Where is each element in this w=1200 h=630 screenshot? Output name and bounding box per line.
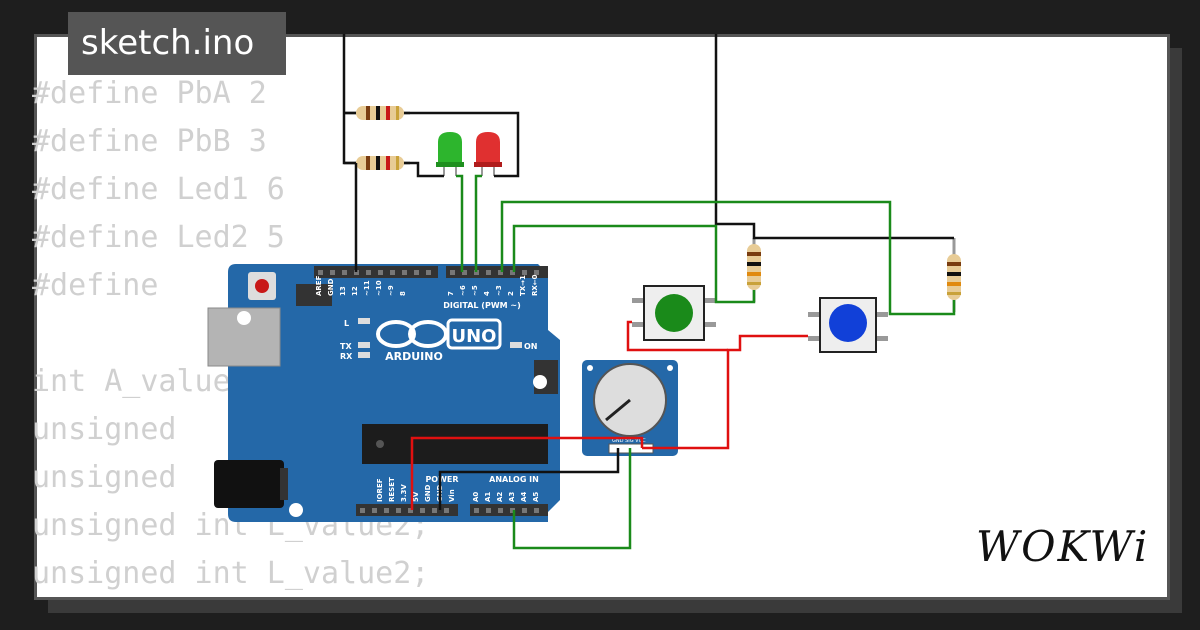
resistor-4[interactable] [947, 238, 961, 312]
digital-pin-label: ~11 [363, 280, 371, 296]
power-pin-label: IOREF [376, 478, 384, 502]
analog-pin-label: A4 [520, 492, 528, 502]
digital-pin-label: ~10 [375, 280, 383, 296]
digital-pin-label: 2 [507, 291, 515, 296]
code-line: unsigned [32, 460, 177, 495]
digital-pin-label: TX→1 [519, 275, 527, 296]
green-pushbutton[interactable] [632, 285, 716, 341]
power-header [356, 504, 458, 516]
digital-pin-label: 8 [399, 291, 407, 296]
power-pin-label: Vin [448, 489, 456, 502]
code-line: unsigned [32, 412, 177, 447]
svg-text:GND SIG VCC: GND SIG VCC [612, 438, 646, 444]
green-led[interactable] [436, 132, 464, 176]
analog-pin-label: A0 [472, 492, 480, 502]
code-line: unsigned int L_value2; [32, 556, 430, 591]
potentiometer[interactable]: GND SIG VCC [582, 360, 678, 456]
digital-pin-label: 7 [447, 291, 455, 296]
code-line: int A_value; [32, 364, 249, 399]
analog-pin-label: A2 [496, 492, 504, 502]
power-pin-label: RESET [388, 477, 396, 502]
wokwi-logo: WOKWi [976, 522, 1150, 571]
on-led-label: ON [524, 342, 538, 351]
digital-pin-label: 4 [483, 291, 491, 296]
digital-pin-label: 12 [351, 286, 359, 296]
arduino-uno-board[interactable]: ARDUINO UNO DIGITAL (PWM ~) POWER ANALOG IN O… [207, 264, 560, 522]
power-pin-label: 5V [412, 491, 420, 502]
digital-pin-label: ~3 [495, 285, 503, 296]
power-section-label: POWER [425, 475, 458, 484]
analog-pin-label: A3 [508, 492, 516, 502]
analog-pin-label: A5 [532, 492, 540, 502]
digital-pin-label: AREF [315, 275, 323, 296]
board-brand-label: ARDUINO [385, 350, 443, 363]
power-jack [214, 460, 284, 508]
board-model-label: UNO [452, 326, 497, 347]
digital-pin-label: ~5 [471, 285, 479, 296]
l-led-label: L [344, 319, 349, 328]
tx-led-label: TX [340, 342, 352, 351]
atmega-chip [362, 424, 548, 464]
digital-pin-label: GND [327, 278, 335, 296]
digital-pin-label: ~9 [387, 285, 395, 296]
digital-section-label: DIGITAL (PWM ~) [443, 301, 521, 310]
red-led[interactable] [474, 132, 502, 176]
digital-pin-label: ~6 [459, 285, 467, 296]
icsp-header [296, 284, 332, 306]
rx-led-label: RX [340, 352, 353, 361]
digital-pin-label: 13 [339, 286, 347, 296]
analog-pin-label: A1 [484, 492, 492, 502]
power-pin-label: 3.3V [400, 484, 408, 502]
arduino-logo [376, 318, 502, 350]
code-line: #define PbB 3 [32, 124, 267, 159]
blue-pushbutton[interactable] [808, 297, 888, 353]
code-line: #define PbA 2 [32, 76, 267, 111]
power-pin-label: GND [424, 484, 432, 502]
code-line: #define [32, 268, 159, 303]
analog-section-label: ANALOG IN [489, 475, 539, 484]
wires [342, 34, 956, 550]
code-line: #define Led2 5 [32, 220, 285, 255]
header-pins [318, 270, 539, 513]
code-line: #define Led1 6 [32, 172, 285, 207]
digital-pin-label: RX←0 [531, 274, 539, 296]
sketch-filename[interactable]: sketch.ino [68, 12, 286, 75]
